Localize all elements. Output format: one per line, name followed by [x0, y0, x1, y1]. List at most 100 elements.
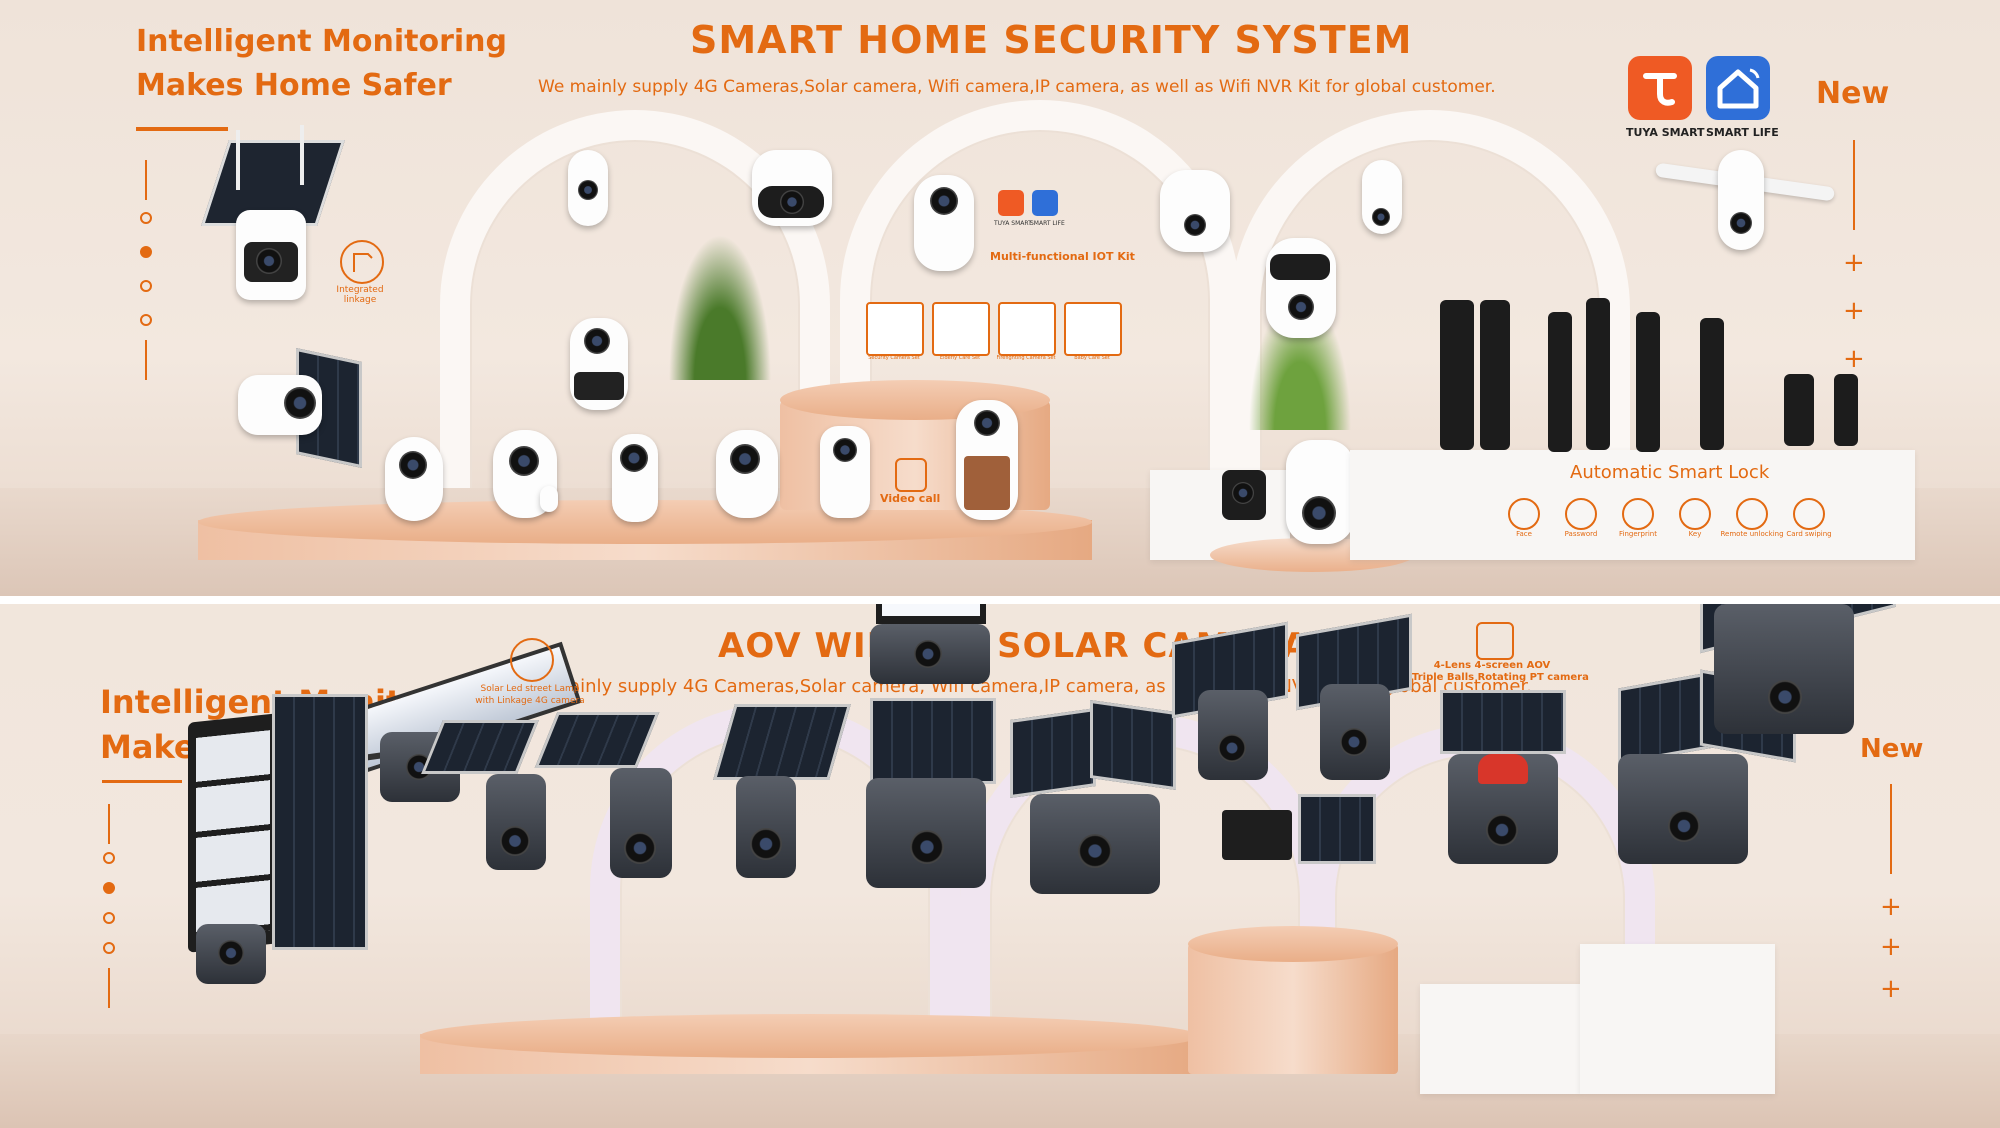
- tagline-underline: [136, 127, 228, 131]
- tuya-label: TUYA SMART: [1626, 126, 1705, 139]
- solar-panel: [534, 712, 660, 768]
- dual-lens-ptz-camera: [1266, 238, 1336, 338]
- led-floodlight: [1222, 810, 1292, 860]
- remote-unlock-icon: [1736, 498, 1768, 530]
- solar-ptz-camera: [486, 774, 546, 870]
- decor-line: [145, 160, 147, 200]
- smart-lock: [1636, 312, 1660, 452]
- decor-line: [145, 340, 147, 380]
- plus-icon: +: [1880, 932, 1902, 962]
- lock-feature-label: Password: [1564, 530, 1598, 538]
- iot-kit-label: Multi-functional IOT Kit: [990, 250, 1135, 263]
- solar-camera: [1198, 690, 1268, 780]
- kit-card-elderly: [932, 302, 990, 356]
- smart-lock-title: Automatic Smart Lock: [1570, 462, 1770, 483]
- lock-feature-label: Fingerprint: [1619, 530, 1657, 538]
- cube-camera: [612, 434, 658, 522]
- decor-dot: [103, 852, 115, 864]
- bulb-socket-camera: [820, 426, 870, 518]
- floodlight-panel: [876, 604, 986, 624]
- plus-icon: +: [1880, 892, 1902, 922]
- decor-line: [108, 804, 110, 844]
- new-badge: New: [1816, 76, 1890, 111]
- solar-camera: [1320, 684, 1390, 780]
- triple-lens-floodlight-camera: [870, 624, 990, 684]
- kit-card-label: Baby Care Set: [1074, 355, 1110, 361]
- password-icon: [1565, 498, 1597, 530]
- dual-lens-solar-camera: [610, 768, 672, 878]
- decor-line: [1890, 784, 1892, 874]
- decor-dot: [140, 212, 152, 224]
- smart-lock: [1784, 374, 1814, 446]
- street-lamp-icon: [340, 240, 384, 284]
- lock-feature-label: Face: [1516, 530, 1532, 538]
- aov-label-1: 4-Lens 4-screen AOV: [1433, 660, 1551, 671]
- smart-lock: [1440, 300, 1474, 450]
- kit-card-firefighting: [998, 302, 1056, 356]
- decor-dot: [103, 942, 115, 954]
- solar-panel: [713, 704, 851, 780]
- dual-lens-camera: [570, 318, 628, 410]
- antenna: [236, 130, 240, 190]
- street-lamp-label-1: Solar Led street Lamp: [480, 684, 580, 694]
- integrated-linkage-label: Integrated linkage: [336, 285, 384, 305]
- ptz-outdoor-camera: [1160, 170, 1230, 252]
- kit-card-label: Elderly Care Set: [939, 355, 981, 361]
- smart-lock: [1700, 318, 1724, 450]
- solar-flood-light: [188, 713, 278, 953]
- plus-icon: +: [1880, 974, 1902, 1004]
- fan-bulb-camera: [1718, 150, 1764, 250]
- lock-feature-label: Remote unlocking: [1720, 530, 1784, 538]
- plus-icon: +: [1843, 296, 1865, 326]
- kit-card-label: Firefighting Camera Set: [996, 355, 1056, 361]
- smart-life-icon: [1706, 56, 1770, 120]
- solar-panel: [1010, 707, 1096, 799]
- triple-lens-camera: [1286, 440, 1354, 544]
- street-lamp-icon: [510, 638, 554, 682]
- solar-4g-camera: [236, 210, 306, 300]
- solar-camera-icon: [1476, 622, 1514, 660]
- decor-line: [108, 968, 110, 1008]
- aov-label-2: Triple Balls Rotating PT camera: [1412, 672, 1589, 683]
- kit-card-label: Security Camera Set: [868, 355, 920, 361]
- side-lens: [1222, 470, 1266, 520]
- video-call-label: Video call: [880, 492, 941, 505]
- flood-light-solar-panel: [272, 694, 368, 950]
- smart-home-security-banner: Intelligent Monitoring Makes Home Safer …: [0, 0, 2000, 596]
- solar-panel: [1298, 794, 1376, 864]
- battery-camera: [238, 375, 322, 435]
- solar-panel: [870, 698, 996, 784]
- smart-life-mini-icon: [1032, 190, 1058, 216]
- floodlight-camera: [196, 924, 266, 984]
- card-swipe-icon: [1793, 498, 1825, 530]
- ptz-outdoor-camera: [752, 150, 832, 226]
- smart-life-mini-label: SMART LIFE: [1030, 220, 1065, 227]
- decor-line: [1853, 140, 1855, 230]
- video-call-icon: [895, 458, 927, 492]
- decor-dot: [103, 912, 115, 924]
- tagline-underline: [102, 780, 182, 783]
- plus-icon: +: [1843, 344, 1865, 374]
- podium-riser-top: [1188, 926, 1398, 962]
- lock-feature-label: Key: [1688, 530, 1702, 538]
- triple-lens-solar-camera: [1618, 754, 1748, 864]
- subtitle: We mainly supply 4G Cameras,Solar camera…: [538, 77, 1496, 97]
- pt-camera-base: [540, 486, 558, 512]
- video-call-camera: [956, 400, 1018, 520]
- iot-kit-camera: [914, 175, 974, 271]
- plant-decoration: [660, 210, 780, 380]
- stairs: [1420, 984, 1580, 1094]
- decor-dot-active: [140, 246, 152, 258]
- street-lamp-label-2: with Linkage 4G camera: [475, 696, 585, 706]
- smart-lock: [1548, 312, 1572, 452]
- bulb-camera: [568, 150, 608, 226]
- decor-dot-active: [103, 882, 115, 894]
- new-solar-ptz-camera: [1714, 604, 1854, 734]
- tuya-mini-icon: [998, 190, 1024, 216]
- white-block-platform: [1580, 944, 1775, 1094]
- indoor-camera: [385, 437, 443, 521]
- decor-dot: [140, 314, 152, 326]
- kit-card-baby: [1064, 302, 1122, 356]
- smart-lock: [1586, 298, 1610, 450]
- aov-solar-camera-banner: Intelligent Monitoring Makes Home Safer …: [0, 604, 2000, 1128]
